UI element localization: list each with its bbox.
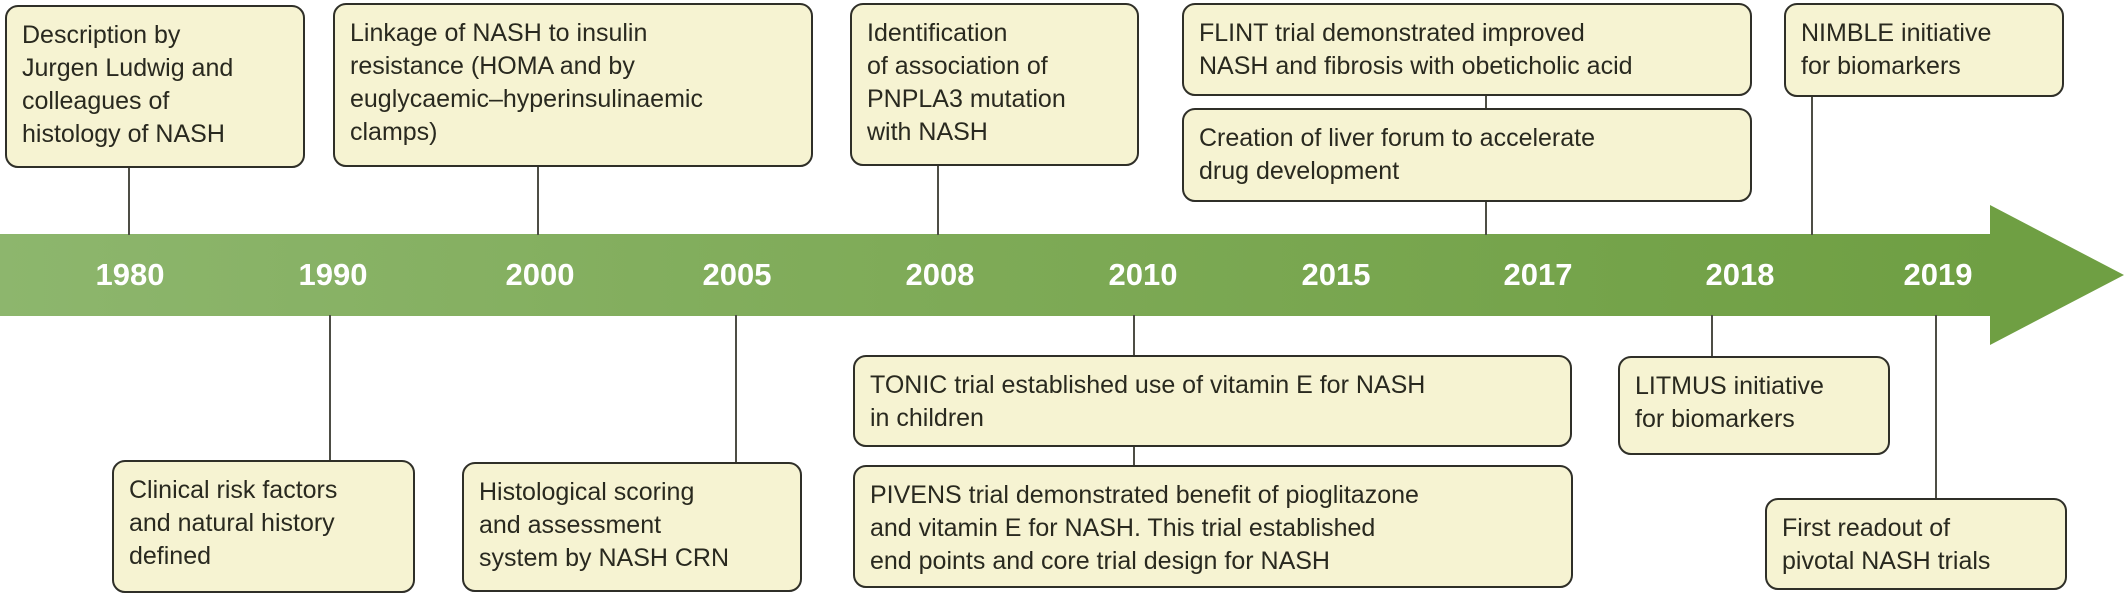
timeline-bar (0, 234, 2000, 316)
year-label-2015: 2015 (1301, 257, 1371, 292)
connector-histological-2005 (735, 315, 737, 463)
year-label-2017: 2017 (1503, 257, 1573, 292)
connector-nimble-timeline (1811, 96, 1813, 235)
year-label-2000: 2000 (505, 257, 575, 292)
year-label-2018: 2018 (1705, 257, 1775, 292)
event-box-ludwig-histology: Description by Jurgen Ludwig and colleag… (5, 5, 305, 168)
event-box-tonic-trial: TONIC trial established use of vitamin E… (853, 355, 1572, 447)
connector-insulin-2000 (537, 166, 539, 235)
event-box-pivens-trial: PIVENS trial demonstrated benefit of pio… (853, 465, 1573, 588)
event-box-insulin-resistance: Linkage of NASH to insulin resistance (H… (333, 3, 813, 167)
event-box-liver-forum: Creation of liver forum to accelerate dr… (1182, 108, 1752, 202)
event-box-histological-scoring: Histological scoring and assessment syst… (462, 462, 802, 592)
year-label-2010: 2010 (1108, 257, 1178, 292)
timeline-arrowhead-icon (1990, 205, 2124, 345)
connector-flint-liverforum (1485, 95, 1487, 109)
year-label-2008: 2008 (905, 257, 975, 292)
connector-pnpla3-2008 (937, 165, 939, 235)
event-box-flint-trial: FLINT trial demonstrated improved NASH a… (1182, 3, 1752, 96)
year-label-2019: 2019 (1903, 257, 1973, 292)
event-box-first-readout: First readout of pivotal NASH trials (1765, 498, 2067, 590)
year-label-2005: 2005 (702, 257, 772, 292)
connector-ludwig-1980 (128, 167, 130, 235)
connector-liverforum-2017 (1485, 201, 1487, 235)
connector-tonic-2010 (1133, 315, 1135, 356)
event-box-litmus-initiative: LITMUS initiative for biomarkers (1618, 356, 1890, 455)
year-label-1990: 1990 (298, 257, 368, 292)
event-box-clinical-risk-factors: Clinical risk factors and natural histor… (112, 460, 415, 593)
event-box-pnpla3-mutation: Identification of association of PNPLA3 … (850, 3, 1139, 166)
connector-tonic-pivens (1133, 446, 1135, 466)
connector-litmus-2018 (1711, 315, 1713, 357)
event-box-nimble-initiative: NIMBLE initiative for biomarkers (1784, 3, 2064, 97)
connector-readout-2019 (1935, 315, 1937, 499)
connector-clinical-1990 (329, 315, 331, 461)
year-label-1980: 1980 (95, 257, 165, 292)
